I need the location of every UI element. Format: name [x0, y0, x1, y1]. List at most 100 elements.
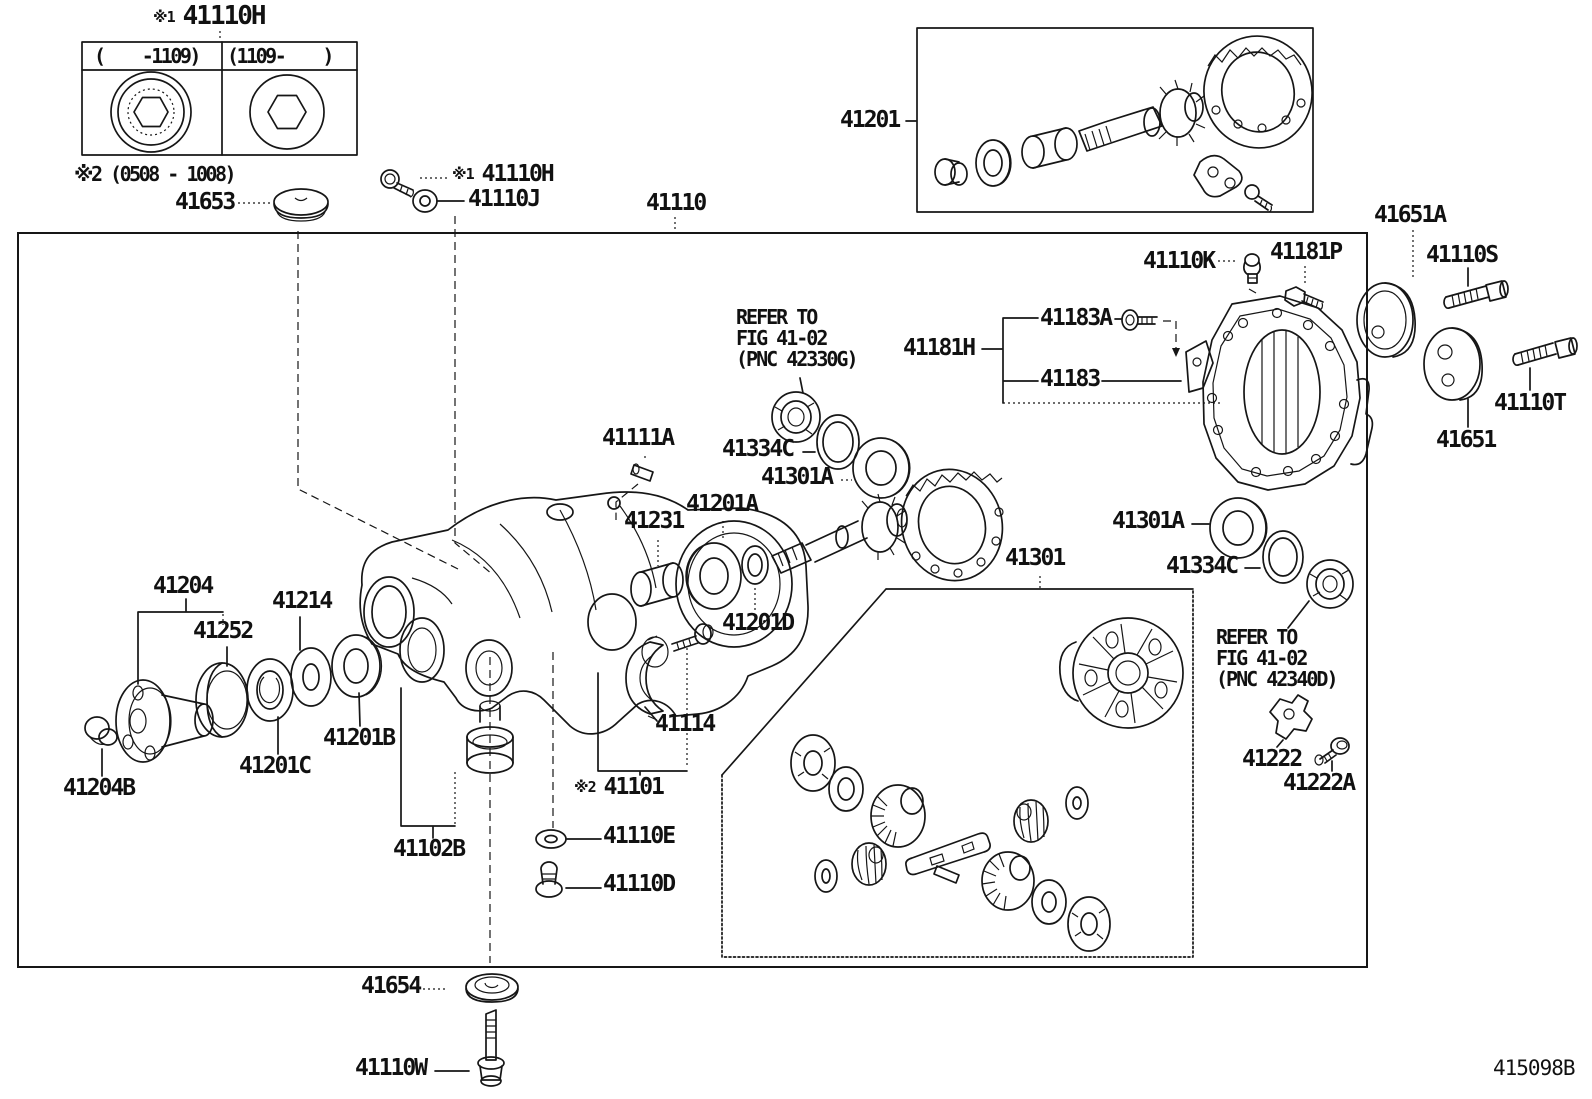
- label-41110H-2: ※1 41110H: [452, 161, 555, 187]
- label-41252: 41252: [193, 618, 254, 644]
- kit-bolt-drawing: [1245, 185, 1272, 212]
- stud-41110W-drawing: [478, 1010, 504, 1086]
- label-41214: 41214: [272, 588, 333, 614]
- bearing-spacer-drawing: [1022, 128, 1077, 168]
- label-41101: ※2 41101: [574, 774, 665, 800]
- leader-lines: [102, 31, 1530, 1071]
- main-ring-gear-drawing: [889, 458, 1015, 592]
- label-41201A: 41201A: [686, 491, 759, 517]
- label-41110J: 41110J: [468, 186, 541, 212]
- pinion-washer-right-drawing: [1066, 787, 1088, 819]
- bearing-41301A-left-drawing: [853, 438, 910, 498]
- cushion-41651A-drawing: [1357, 283, 1415, 357]
- spacer-41231-drawing: [631, 563, 683, 606]
- label-41231: 41231: [624, 508, 685, 534]
- label-41110S: 41110S: [1426, 242, 1499, 268]
- label-41201C: 41201C: [239, 753, 312, 779]
- label-41301A-left: 41301A: [761, 464, 834, 490]
- label-41183: 41183: [1040, 366, 1101, 392]
- label-41181P: 41181P: [1270, 239, 1343, 265]
- inset-plug-late-drawing: [250, 75, 324, 149]
- label-41110T: 41110T: [1494, 390, 1567, 416]
- bearing-41301A-right-drawing: [1210, 498, 1267, 558]
- label-41204: 41204: [153, 573, 214, 599]
- ring-41334C-left-drawing: [817, 415, 859, 469]
- bearing-41201B-drawing: [332, 635, 382, 697]
- kit-ring-gear-drawing: [1194, 26, 1323, 158]
- label-41651: 41651: [1436, 427, 1497, 453]
- label-41222A: 41222A: [1283, 770, 1356, 796]
- label-prefix-41101: ※2: [574, 778, 604, 796]
- bolt-41110T-drawing: [1513, 338, 1577, 365]
- washer-left-drawing: [829, 767, 863, 811]
- companion-flange-drawing: [116, 680, 213, 762]
- oil-seal-42340D-drawing: [1307, 560, 1353, 608]
- filler-plug-41653-drawing: [274, 189, 328, 221]
- label-41654: 41654: [361, 973, 422, 999]
- pinion-washer-left-drawing: [815, 860, 837, 892]
- ring-41334C-right-drawing: [1263, 531, 1303, 583]
- label-range-early: ( -1109): [94, 44, 201, 68]
- side-gear-right-drawing: [982, 852, 1034, 910]
- side-gear-left-drawing: [871, 785, 925, 847]
- label-41651A: 41651A: [1374, 202, 1447, 228]
- label-41301: 41301: [1005, 545, 1066, 571]
- straight-pin-drawing: [934, 866, 959, 883]
- washer-right-drawing: [1032, 880, 1066, 924]
- diff-case-kit-box: [722, 589, 1193, 957]
- label-prefix-41110H-note: ※1: [153, 8, 183, 26]
- companion-spider-drawing: [1194, 156, 1242, 197]
- diff-case-drawing: [1060, 618, 1183, 728]
- label-41110E: 41110E: [603, 823, 676, 849]
- label-41201D: 41201D: [722, 610, 795, 636]
- label-fig-code: 415098B: [1493, 1056, 1576, 1080]
- label-note-2: ※2 (0508 - 1008): [74, 162, 237, 186]
- pinion-gear-right-drawing: [1014, 800, 1048, 842]
- thrust-washer-left-drawing: [791, 735, 835, 791]
- label-range-late: (1109- ): [227, 44, 334, 68]
- label-refer-42330G: REFER TO FIG 41-02 (PNC 42330G): [736, 305, 858, 371]
- bearing-41201A-drawing: [686, 543, 741, 609]
- label-refer-42340D: REFER TO FIG 41-02 (PNC 42340D): [1216, 625, 1338, 691]
- label-prefix-41110H-2: ※1: [452, 165, 482, 183]
- pin-41111A-drawing: [631, 464, 653, 481]
- label-41301A-right: 41301A: [1112, 508, 1185, 534]
- screw-41183A-drawing: [1122, 310, 1157, 330]
- oil-seal-42330G-drawing: [772, 392, 820, 442]
- label-41110D: 41110D: [603, 871, 676, 897]
- inset-plug-early-drawing: [111, 72, 191, 152]
- label-41334C-right: 41334C: [1166, 553, 1239, 579]
- label-41222: 41222: [1242, 746, 1303, 772]
- cap-bolt-drawing: [672, 624, 713, 651]
- cushion-41651-drawing: [1424, 328, 1482, 400]
- ring-pinion-kit-box: [917, 28, 1313, 212]
- label-41201B: 41201B: [323, 725, 396, 751]
- pinion-shaft-drawing: [906, 833, 990, 874]
- nut-41204B-drawing: [85, 717, 117, 745]
- label-41653: 41653: [175, 189, 236, 215]
- label-41334C-left: 41334C: [722, 436, 795, 462]
- label-41201: 41201: [840, 107, 901, 133]
- label-41183A: 41183A: [1040, 305, 1113, 331]
- label-41111A: 41111A: [602, 425, 675, 451]
- slinger-41214-drawing: [291, 648, 331, 706]
- bracket-41183-drawing: [1186, 341, 1213, 392]
- thrust-washer-right-drawing: [1068, 897, 1110, 951]
- plug-41110D-drawing: [536, 862, 562, 897]
- label-41102B: 41102B: [393, 836, 466, 862]
- washer-41201D-drawing: [742, 546, 768, 584]
- cushion-41654-drawing: [466, 974, 518, 1002]
- bearing-cap-drawing: [626, 636, 663, 720]
- plug-bolt-41181P-drawing: [1285, 287, 1323, 310]
- label-41110: 41110: [646, 190, 707, 216]
- label-41114: 41114: [655, 711, 716, 737]
- pinion-gear-left-drawing: [852, 843, 886, 885]
- pinion-front-bearing-drawing: [976, 140, 1011, 186]
- bolt-41222A-drawing: [1315, 738, 1349, 765]
- bolt-41110S-drawing: [1444, 281, 1508, 308]
- breather-plug-41110K-drawing: [1244, 254, 1260, 293]
- label-41181H: 41181H: [903, 335, 976, 361]
- label-41110K: 41110K: [1143, 248, 1216, 274]
